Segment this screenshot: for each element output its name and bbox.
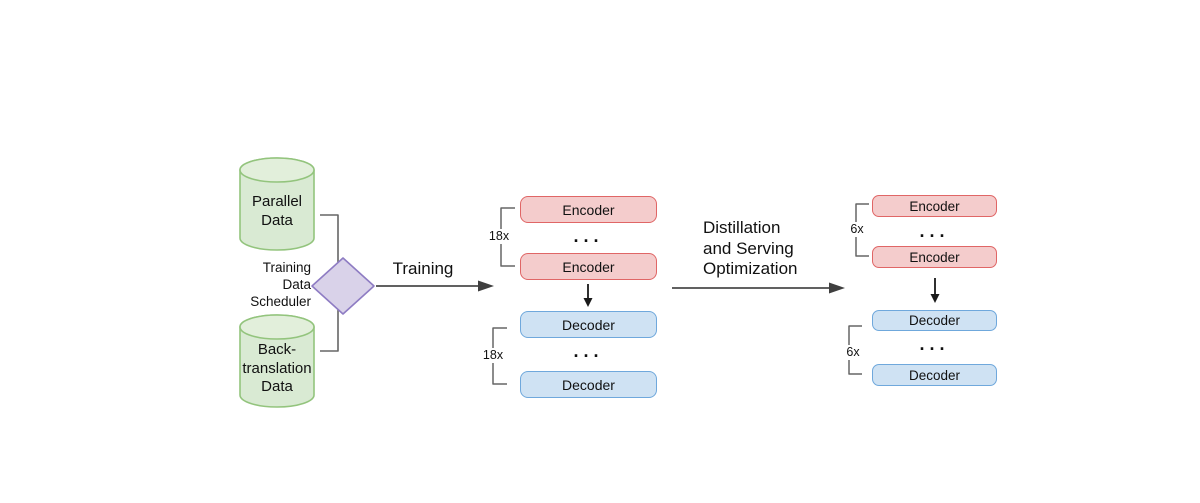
student-encoder-bottom-box: Encoder xyxy=(872,246,997,268)
training-arrow-label: Training xyxy=(392,259,454,278)
distillation-arrow xyxy=(672,282,845,294)
student-decoder-ellipsis: ... xyxy=(919,334,950,354)
teacher-encoder-bottom-box: Encoder xyxy=(520,253,657,280)
teacher-decoder-ellipsis: ... xyxy=(573,341,604,361)
teacher-encoder-ellipsis: ... xyxy=(573,226,604,246)
training-data-scheduler-label: Training Data Scheduler xyxy=(250,260,311,309)
teacher-decoder-top-box: Decoder xyxy=(520,311,657,338)
teacher-decoder-count: 18x xyxy=(478,348,508,363)
back-translation-data-label: Back- translation Data xyxy=(242,341,312,395)
parallel-data-label: Parallel Data xyxy=(251,193,303,229)
student-encoder-decoder-arrow xyxy=(930,278,940,303)
distillation-arrow-label: Distillation and Serving Optimization xyxy=(703,218,798,278)
teacher-encoder-decoder-arrow xyxy=(583,284,593,307)
student-encoder-top-box: Encoder xyxy=(872,195,997,217)
student-encoder-ellipsis: ... xyxy=(919,221,950,241)
student-decoder-bottom-box: Decoder xyxy=(872,364,997,386)
teacher-encoder-count: 18x xyxy=(484,229,514,244)
student-encoder-count: 6x xyxy=(844,222,870,237)
training-data-scheduler-diamond xyxy=(311,257,375,315)
training-arrow xyxy=(376,280,494,292)
teacher-decoder-bottom-box: Decoder xyxy=(520,371,657,398)
student-decoder-count: 6x xyxy=(840,345,866,360)
student-decoder-top-box: Decoder xyxy=(872,310,997,331)
back-translation-cylinder xyxy=(239,314,315,408)
parallel-data-cylinder xyxy=(239,157,315,251)
teacher-encoder-top-box: Encoder xyxy=(520,196,657,223)
